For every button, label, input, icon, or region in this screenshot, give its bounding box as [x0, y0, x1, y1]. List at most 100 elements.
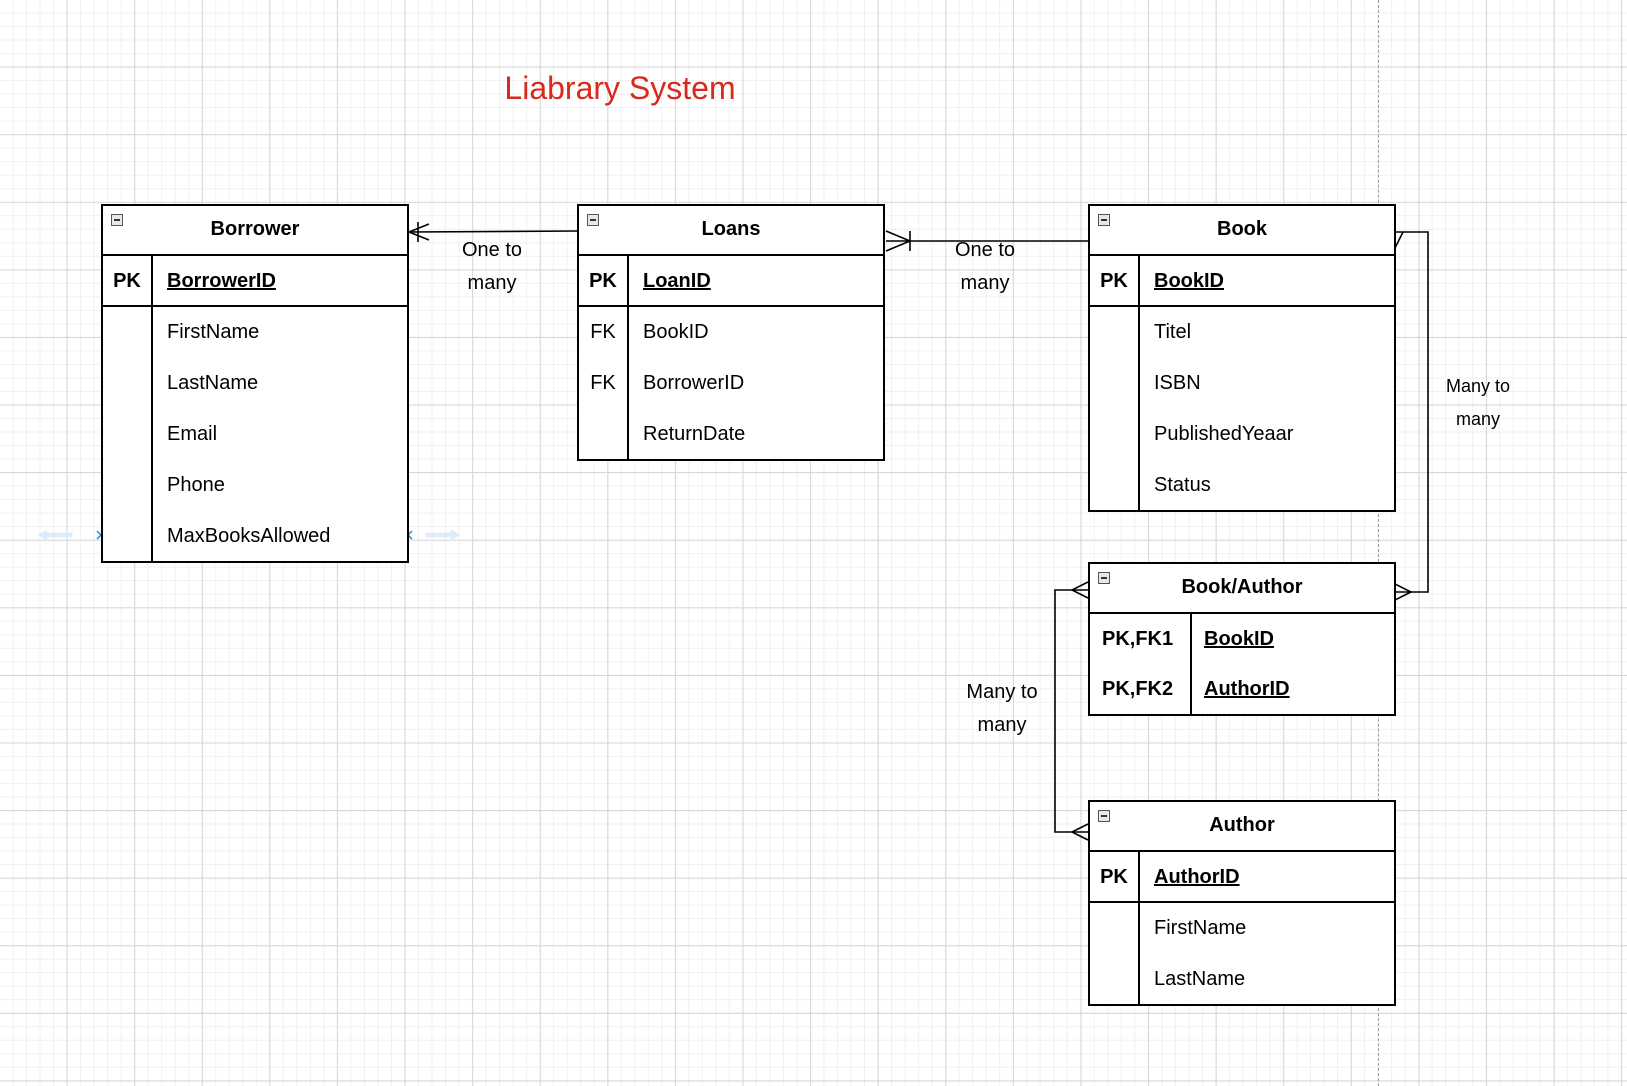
attribute-name: FirstName: [167, 321, 260, 343]
attribute-name: BorrowerID: [643, 372, 745, 394]
attribute-row[interactable]: ISBN: [1090, 358, 1394, 409]
relationship-label-loans-book[interactable]: One to many: [935, 234, 1035, 300]
attribute-row[interactable]: PublishedYeaar: [1090, 409, 1394, 460]
key-cell: [1090, 307, 1140, 358]
many-marker: [1394, 583, 1413, 601]
pk-row[interactable]: PK LoanID: [579, 256, 883, 307]
collapse-icon[interactable]: [111, 214, 123, 226]
key-cell: [103, 511, 153, 562]
attribute-row[interactable]: MaxBooksAllowed: [103, 511, 407, 562]
label-line: many: [960, 272, 1010, 294]
label-line: One to: [954, 239, 1016, 261]
attribute-name: AuthorID: [1204, 678, 1290, 700]
attribute-row[interactable]: FirstName: [1090, 903, 1394, 954]
attribute-name: Status: [1154, 474, 1211, 496]
attribute-name: AuthorID: [1154, 866, 1240, 888]
attribute-row[interactable]: ReturnDate: [579, 409, 883, 460]
relationship-label-book-bookauthor[interactable]: Many to many: [1428, 370, 1528, 436]
label-line: many: [467, 272, 517, 294]
entity-header: Borrower: [103, 206, 407, 256]
attribute-row[interactable]: Phone: [103, 460, 407, 511]
key-label: PK: [579, 256, 629, 305]
attribute-name: BookID: [1204, 628, 1274, 650]
collapse-icon[interactable]: [1098, 810, 1110, 822]
key-label: PK: [1090, 256, 1140, 305]
attribute-row[interactable]: Titel: [1090, 307, 1394, 358]
label-line: Many to: [1445, 376, 1511, 396]
attribute-name: ReturnDate: [643, 423, 746, 445]
pk-row[interactable]: PK,FK2 AuthorID: [1090, 664, 1394, 714]
pk-row[interactable]: PK BorrowerID: [103, 256, 407, 307]
entity-header: Author: [1090, 802, 1394, 852]
collapse-icon[interactable]: [1098, 214, 1110, 226]
pk-row[interactable]: PK,FK1 BookID: [1090, 614, 1394, 664]
attribute-name: FirstName: [1154, 917, 1247, 939]
attribute-name: BookID: [643, 321, 709, 343]
diagram-title[interactable]: Liabrary System: [504, 70, 736, 106]
key-cell: [1090, 409, 1140, 460]
entity-name: Author: [1209, 814, 1275, 836]
attribute-name: ISBN: [1154, 372, 1201, 394]
entity-name: Book: [1217, 218, 1267, 240]
label-line: Many to: [966, 681, 1038, 703]
entity-header: Loans: [579, 206, 883, 256]
attribute-name: BorrowerID: [167, 270, 276, 292]
entity-author[interactable]: Author PK AuthorID FirstName LastName: [1088, 800, 1396, 1006]
attribute-name: LastName: [1154, 968, 1246, 990]
entity-loans[interactable]: Loans PK LoanID FK BookID FK BorrowerID …: [577, 204, 885, 461]
key-cell: [103, 460, 153, 511]
entity-name: Book/Author: [1181, 576, 1303, 598]
key-cell: [103, 358, 153, 409]
relationship-label-bookauthor-author[interactable]: Many to many: [952, 676, 1052, 742]
relationship-label-borrower-loans[interactable]: One to many: [442, 234, 542, 300]
collapse-icon[interactable]: [587, 214, 599, 226]
attribute-name: Phone: [167, 474, 225, 496]
key-label: PK: [1090, 852, 1140, 901]
pk-row[interactable]: PK BookID: [1090, 256, 1394, 307]
key-label: PK,FK1: [1090, 614, 1192, 664]
attribute-row[interactable]: FK BorrowerID: [579, 358, 883, 409]
entity-header: Book/Author: [1090, 564, 1394, 614]
attribute-name: BookID: [1154, 270, 1224, 292]
right-arrow-icon[interactable]: [424, 528, 462, 542]
attribute-name: Email: [167, 423, 218, 445]
many-marker: [1070, 581, 1089, 599]
label-line: One to: [461, 239, 523, 261]
attribute-row[interactable]: Email: [103, 409, 407, 460]
attribute-name: MaxBooksAllowed: [167, 525, 331, 547]
attribute-name: PublishedYeaar: [1154, 423, 1294, 445]
key-label: PK,FK2: [1090, 664, 1192, 714]
attribute-row[interactable]: LastName: [103, 358, 407, 409]
entity-name: Loans: [701, 218, 761, 240]
many-marker: [408, 223, 430, 241]
key-cell: [103, 409, 153, 460]
key-cell: [1090, 358, 1140, 409]
edge-book-bookauthor: [1395, 231, 1429, 593]
entity-name: Borrower: [210, 218, 300, 240]
pk-row[interactable]: PK AuthorID: [1090, 852, 1394, 903]
attribute-name: Titel: [1154, 321, 1192, 343]
key-cell: [1090, 954, 1140, 1005]
entity-borrower[interactable]: Borrower PK BorrowerID FirstName LastNam…: [101, 204, 409, 563]
edge-bookauthor-author: [1054, 589, 1088, 833]
many-marker: [1070, 823, 1089, 841]
attribute-row[interactable]: Status: [1090, 460, 1394, 511]
collapse-icon[interactable]: [1098, 572, 1110, 584]
key-cell: [103, 307, 153, 358]
key-label: PK: [103, 256, 153, 305]
page-break-line: [1378, 0, 1379, 1086]
left-arrow-icon[interactable]: [36, 528, 74, 542]
many-marker: [885, 230, 913, 252]
entity-book-author[interactable]: Book/Author PK,FK1 BookID PK,FK2 AuthorI…: [1088, 562, 1396, 716]
attribute-row[interactable]: LastName: [1090, 954, 1394, 1005]
label-line: many: [1455, 409, 1500, 429]
entity-book[interactable]: Book PK BookID Titel ISBN PublishedYeaar…: [1088, 204, 1396, 512]
attribute-row[interactable]: FirstName: [103, 307, 407, 358]
key-cell: [1090, 903, 1140, 954]
key-label: [579, 409, 629, 460]
attribute-row[interactable]: FK BookID: [579, 307, 883, 358]
label-line: many: [977, 714, 1027, 736]
entity-header: Book: [1090, 206, 1394, 256]
